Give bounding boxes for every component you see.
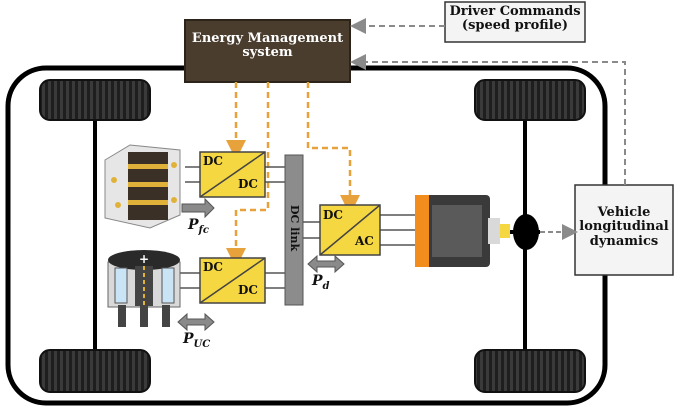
driver-commands-label: Driver Commands (speed profile) [445,4,585,34]
dcdc-converter-fc [199,151,266,198]
electric-motor-icon [415,195,510,267]
fuel-cell-icon [104,144,181,229]
tire-icon-front-left [39,79,151,121]
vehicle-dynamics-line1: Vehicle [597,205,651,220]
power-bus-lines [180,166,415,289]
dc-link-label: DC link [288,204,302,252]
differential-icon [510,214,540,250]
driver-commands-line2: (speed profile) [461,18,569,34]
vehicle-dynamics-label: Vehicle longitudinal dynamics [575,205,673,249]
pfc-arrow [181,197,215,219]
p-d-label: Pd [312,273,330,292]
dcdc-uc-out-label: DC [238,283,258,297]
ems-title: Energy Management system [185,31,350,61]
pd-arrow [307,254,345,274]
ems-to-dcdc-uc-control [226,82,270,268]
energy-management-box [184,19,351,83]
ultracapacitor-icon: + [107,250,181,327]
ems-title-line1: Energy Management [191,31,344,46]
dcdc-uc-in-label: DC [203,260,223,274]
tire-icon-front-right [39,349,151,393]
puc-arrow [177,312,215,332]
dcdc-converter-uc [199,257,266,304]
p-d-base: P [312,273,323,289]
p-fc-label: Pfc [188,217,209,236]
tire-icon-rear-right [474,349,586,393]
dcac-out-label: AC [355,234,374,248]
tire-icon-rear-left [474,79,586,121]
p-uc-sub: UC [193,338,211,350]
p-fc-base: P [188,217,199,233]
svg-text:+: + [139,252,149,266]
dc-link-bar [284,154,304,306]
p-uc-base: P [183,331,194,347]
vehicle-feedback-signal [350,54,626,185]
p-d-sub: d [322,280,330,292]
dcdc-fc-out-label: DC [238,177,258,191]
ems-to-dcac-control [306,82,360,215]
p-uc-label: PUC [183,331,211,350]
driver-commands-box [444,1,586,43]
vehicle-dynamics-line2: longitudinal [579,219,669,235]
dcdc-fc-in-label: DC [203,154,223,168]
vehicle-dynamics-line3: dynamics [589,233,659,249]
dcac-in-label: DC [323,208,343,222]
p-fc-sub: fc [198,224,209,236]
dcac-inverter [319,204,381,256]
vehicle-dynamics-box [574,184,674,276]
ems-title-line2: system [242,45,293,61]
driver-commands-line1: Driver Commands [449,4,581,19]
